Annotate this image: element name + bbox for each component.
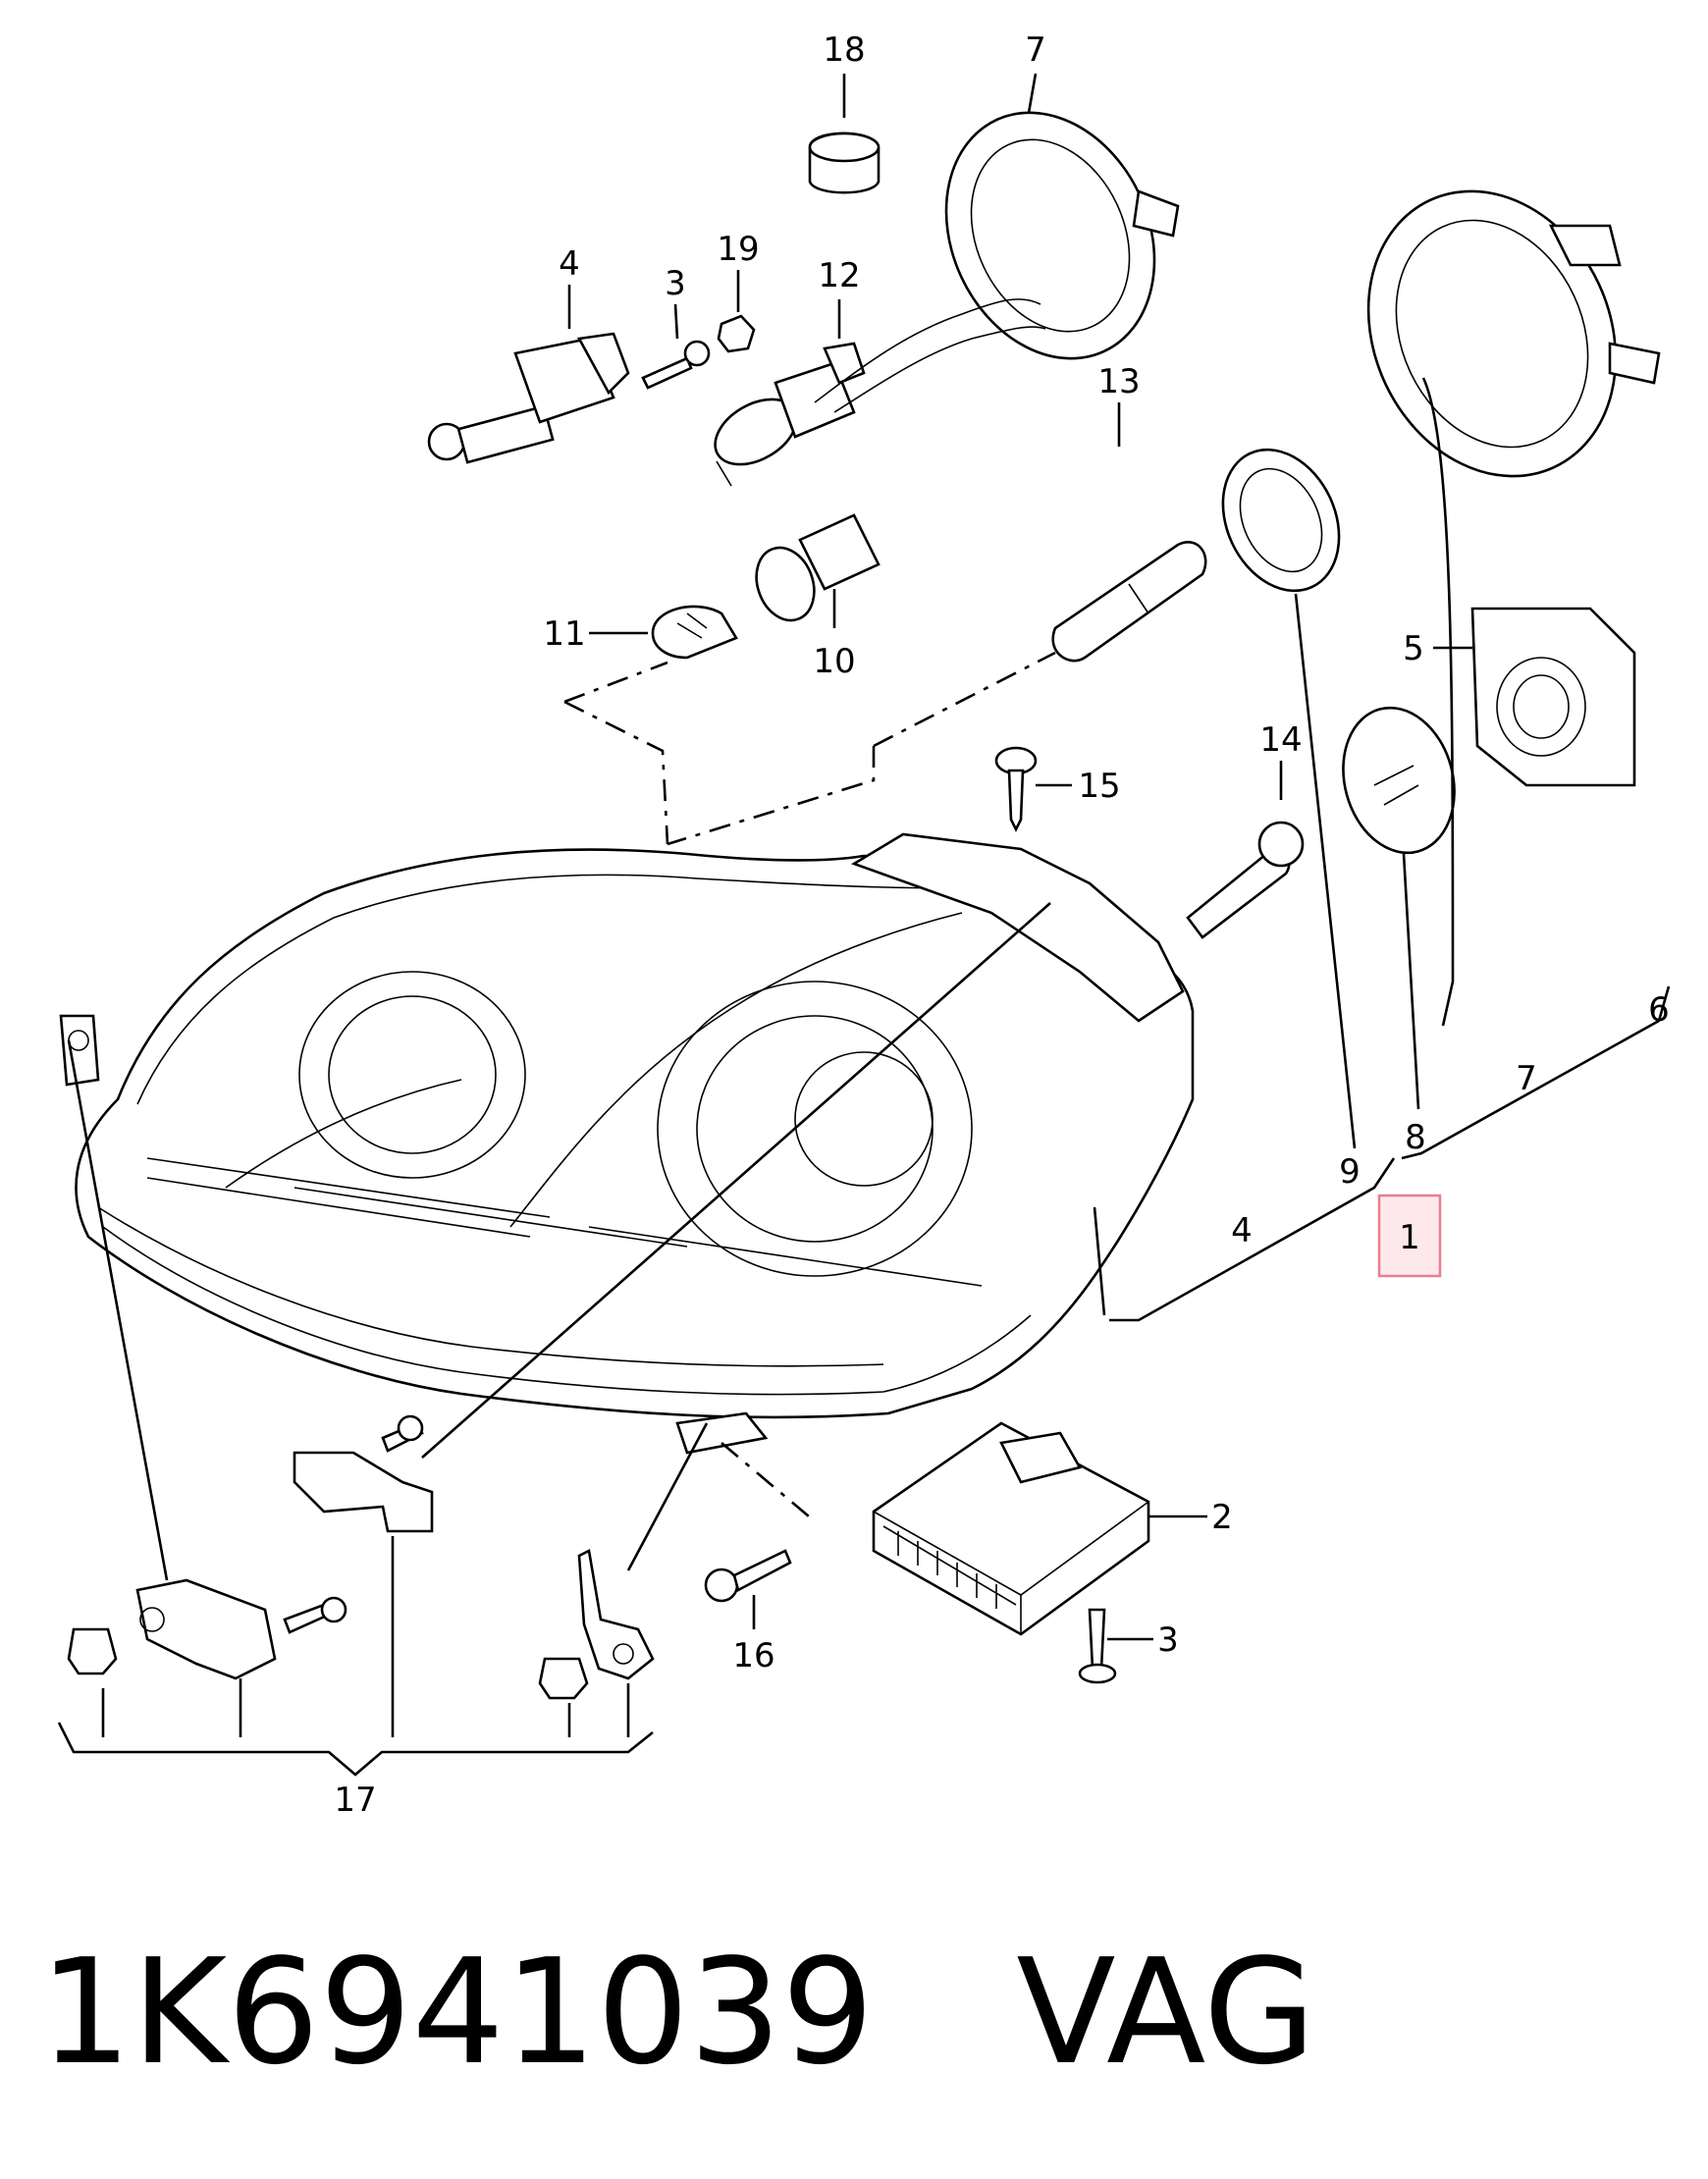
callout-14: 14 — [1259, 720, 1302, 760]
wiring-10 — [755, 298, 1046, 622]
ring-9 — [1221, 448, 1341, 593]
bracket-upper-17 — [293, 1414, 434, 1533]
callout-1-highlight — [1377, 1194, 1442, 1278]
holder-5 — [1470, 607, 1636, 787]
screw-16 — [704, 1549, 792, 1603]
callout-9: 9 — [1339, 1152, 1361, 1192]
callout-19: 19 — [717, 230, 759, 269]
callout-7-right: 7 — [1516, 1059, 1537, 1098]
headlight-housing — [59, 832, 1195, 1419]
callout-7-top: 7 — [1025, 30, 1046, 70]
control-unit-2 — [872, 1421, 1150, 1636]
part-footer: 1K6941039 VAG — [39, 1924, 1688, 2100]
callout-18: 18 — [823, 30, 865, 70]
callout-3-bottom: 3 — [1157, 1621, 1179, 1660]
callout-17: 17 — [334, 1780, 376, 1820]
bracket-left-17 — [67, 1578, 347, 1680]
bracket-right-17 — [538, 1549, 655, 1700]
callout-8: 8 — [1405, 1118, 1426, 1157]
callout-2: 2 — [1211, 1498, 1233, 1537]
callout-3-top: 3 — [665, 264, 686, 303]
trim-ring-7-top — [944, 111, 1180, 360]
callout-4-top: 4 — [559, 244, 580, 284]
brand-name: VAG — [1016, 1928, 1316, 2097]
screw-3-bottom — [1078, 1608, 1117, 1684]
part-number: 1K6941039 — [39, 1928, 875, 2097]
callouts: 18 7 4 3 19 12 13 11 10 5 14 15 6 7 9 8 … — [334, 30, 1669, 1820]
cap-18 — [808, 132, 881, 194]
callout-11: 11 — [543, 614, 585, 654]
callout-1: 1 — [1399, 1218, 1420, 1257]
bulb-4 — [427, 332, 630, 464]
screw-15 — [994, 746, 1038, 832]
callout-16: 16 — [732, 1636, 774, 1675]
headlight-exploded-diagram: 18 7 4 3 19 12 13 11 10 5 14 15 6 7 9 8 … — [57, 30, 1671, 1820]
bulb-13 — [1051, 541, 1207, 663]
mount-bottom — [675, 1411, 769, 1455]
screw-3-top — [641, 340, 711, 390]
callout-6: 6 — [1648, 990, 1670, 1030]
callout-12: 12 — [818, 256, 860, 295]
nut-19 — [717, 314, 756, 353]
callout-15: 15 — [1078, 767, 1120, 806]
assembly-dash-lines — [563, 651, 1056, 1522]
callout-13: 13 — [1097, 362, 1140, 401]
bulb-11 — [651, 605, 738, 660]
callout-10: 10 — [813, 642, 855, 681]
bulb-12 — [714, 342, 866, 487]
bulb-14 — [1186, 821, 1305, 939]
leader-lines — [57, 73, 1671, 1777]
trim-ring-6 — [1366, 189, 1661, 478]
cover-8 — [1342, 706, 1456, 855]
callout-4-right: 4 — [1231, 1211, 1253, 1250]
callout-5: 5 — [1403, 629, 1424, 668]
